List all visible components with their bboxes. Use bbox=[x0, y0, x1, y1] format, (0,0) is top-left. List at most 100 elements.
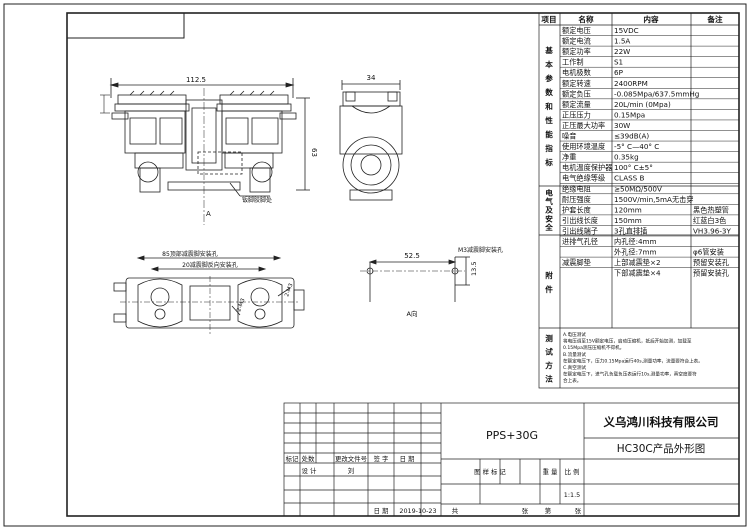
spec-group-char: 试 bbox=[545, 347, 553, 357]
spec-test-line: 在额定电压下，进气孔负载负压表运行10s,测量功率，真空度要符 bbox=[563, 371, 697, 378]
tb-label-sign: 签 字 bbox=[374, 454, 389, 463]
spec-group-char: 标 bbox=[544, 157, 553, 167]
spec-test-line: 将电压调至15V额定电压，启动压缩机，抵后开始加测，加载至 bbox=[563, 338, 692, 345]
tb-label-date2: 日 期 bbox=[374, 507, 389, 515]
spec-row-remark: 红蓝白3色 bbox=[693, 216, 726, 225]
callout-bottom-holes: 20减震脚反向安装孔 bbox=[182, 261, 238, 269]
dim-depth: 34 bbox=[367, 74, 376, 82]
tb-label-weight: 重 量 bbox=[543, 468, 558, 476]
side-view bbox=[339, 80, 403, 201]
spec-test-line: B.流量测试 bbox=[563, 351, 586, 358]
tb-label-sheets-total: 共 bbox=[452, 506, 459, 515]
tb-label-sheet2: 张 bbox=[575, 506, 582, 515]
spec-row-name: 引出线端子 bbox=[562, 226, 598, 235]
spec-row-name: 电机极数 bbox=[562, 68, 591, 77]
spec-row-content: 外孔径:7mm bbox=[614, 248, 657, 257]
spec-row-content: 2400RPM bbox=[614, 79, 648, 88]
spec-test-line: 在额定电压下，压力0.15Mpa运行40s,测量功率，流量要符合上表。 bbox=[563, 357, 703, 364]
spec-row-content: 120mm bbox=[614, 205, 642, 214]
spec-row-name: 电气绝缘等级 bbox=[562, 174, 605, 183]
company-name: 义乌鸿川科技有限公司 bbox=[604, 415, 719, 429]
dim-height: 63 bbox=[310, 148, 318, 157]
dim-offset: 13.5 bbox=[470, 262, 478, 276]
front-view bbox=[109, 78, 310, 225]
spec-row-name: 额定流量 bbox=[562, 100, 591, 109]
spec-row-remark: 预留安装孔 bbox=[693, 269, 729, 278]
spec-row-content: CLASS B bbox=[614, 174, 645, 183]
spec-group-char: 基 bbox=[544, 45, 553, 55]
spec-group-char: 法 bbox=[545, 374, 553, 384]
spec-row-content: 上部减震垫×2 bbox=[614, 258, 661, 267]
spec-test-methods: A.电压测试将电压调至15V额定电压，启动压缩机，抵后开始加测，加载至0.15M… bbox=[563, 331, 703, 384]
hole-label-b: 2-M3 bbox=[236, 297, 247, 312]
spec-row-content: S1 bbox=[614, 58, 623, 67]
spec-row-name: 电机温度保护器 bbox=[562, 163, 612, 172]
spec-group-char: 数 bbox=[545, 87, 553, 97]
spec-group-char: 方 bbox=[545, 360, 553, 370]
dim-width: 112.5 bbox=[186, 76, 206, 84]
spec-header-content: 内容 bbox=[643, 14, 659, 24]
spec-row-name: 额定负压 bbox=[562, 89, 591, 98]
callout-m3: M3减震脚安装孔 bbox=[458, 246, 503, 254]
tb-date-value: 2019-10-23 bbox=[399, 507, 436, 515]
spec-group-char: 性 bbox=[545, 115, 553, 125]
spec-test-line: 0.15Mpa测压压缩机不得机。 bbox=[563, 344, 624, 351]
hole-label-a: 2-M3 bbox=[284, 282, 295, 297]
drawing-number: PPS+30G bbox=[486, 429, 538, 442]
dim-pitch: 52.5 bbox=[404, 252, 420, 260]
tb-label-date: 日 期 bbox=[400, 455, 415, 463]
spec-row-name: 净重 bbox=[562, 153, 576, 162]
spec-row-name: 额定转速 bbox=[562, 79, 591, 88]
tb-label-mark: 标记 bbox=[286, 454, 299, 463]
spec-row-content: 22W bbox=[614, 47, 630, 56]
spec-row-name: 护套长度 bbox=[562, 205, 591, 214]
spec-group-char: 参 bbox=[544, 73, 553, 83]
spec-row-name: 减震脚垫 bbox=[562, 258, 591, 267]
tb-label-sheet: 张 bbox=[522, 506, 529, 515]
spec-row-content: 15VDC bbox=[614, 26, 639, 35]
spec-row-content: 内孔径:4mm bbox=[614, 237, 657, 246]
spec-group-char: 本 bbox=[545, 59, 553, 69]
spec-row-content: ≥50MΩ/500V bbox=[614, 184, 662, 193]
spec-group-char: 能 bbox=[545, 129, 553, 139]
view-a-label: A向 bbox=[407, 309, 418, 318]
spec-row-remark: VH3.96-3Y bbox=[693, 226, 731, 235]
tb-designer: 刘 bbox=[348, 466, 354, 475]
spec-row-content: 0.35kg bbox=[614, 153, 639, 162]
tb-label-scale: 比 例 bbox=[565, 467, 580, 476]
spec-group-char: 全 bbox=[544, 222, 553, 232]
spec-group-char: 及 bbox=[545, 206, 553, 215]
spec-group-char: 附 bbox=[545, 270, 553, 280]
spec-row-name: 工作制 bbox=[562, 58, 584, 67]
spec-row-remark: 黑色热塑管 bbox=[693, 205, 729, 214]
title-block-grid bbox=[283, 402, 740, 517]
spec-row-content: 3孔直排插 bbox=[614, 226, 647, 235]
tb-label-drawing-mark: 图 样 标 记 bbox=[474, 467, 506, 476]
tb-scale-value: 1:1.5 bbox=[564, 491, 580, 499]
tb-label-design: 设 计 bbox=[302, 466, 317, 475]
outer-border bbox=[3, 3, 747, 527]
spec-row-name: 进排气孔径 bbox=[562, 237, 598, 246]
spec-row-content: 1.5A bbox=[614, 37, 630, 46]
spec-group-char: 气 bbox=[544, 196, 553, 206]
spec-row-name: 正压压力 bbox=[562, 110, 591, 119]
spec-row-remark: φ6管安装 bbox=[693, 248, 724, 257]
view-a bbox=[360, 256, 470, 302]
view-a-marker: A bbox=[206, 210, 211, 218]
spec-group-char: 件 bbox=[545, 284, 553, 294]
spec-group-char: 指 bbox=[545, 143, 553, 153]
spec-row-name: 绝缘电阻 bbox=[562, 184, 591, 193]
spec-row-name: 使用环境温度 bbox=[562, 142, 605, 151]
spec-test-line: C.真空测试 bbox=[563, 364, 586, 371]
spec-row-name: 引出线长度 bbox=[562, 216, 598, 225]
spec-row-name: 正压最大功率 bbox=[562, 121, 605, 130]
spec-group-char: 安 bbox=[545, 213, 553, 223]
spec-row-name: 耐压强度 bbox=[562, 195, 591, 204]
spec-row-name: 额定电流 bbox=[562, 37, 591, 46]
spec-row-content: -0.085Mpa/637.5mmHg bbox=[614, 89, 699, 98]
spec-test-line: A.电压测试 bbox=[563, 331, 586, 338]
spec-row-name: 额定电压 bbox=[562, 26, 591, 35]
spec-group-char: 电 bbox=[545, 187, 553, 197]
